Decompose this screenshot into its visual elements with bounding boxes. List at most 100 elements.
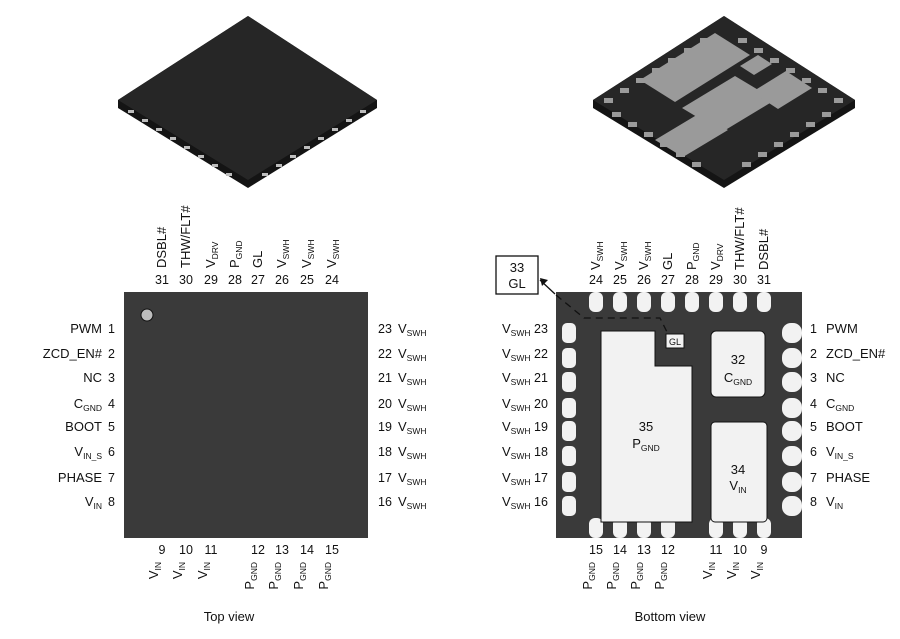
top-view-pin-name: NC	[83, 370, 102, 385]
top-view-pin-number: 13	[275, 543, 289, 557]
bottom-view-pin-name: DSBL#	[756, 228, 771, 270]
bottom-view-pin-name: CGND	[826, 396, 854, 413]
pad-35-name: PGND	[632, 436, 660, 453]
top-view-pin-name: VIN_S	[74, 444, 102, 461]
bottom-view-pin-number: 14	[613, 543, 627, 557]
top-view-pin-name: VSWH	[398, 444, 427, 461]
top-view-pin-number: 3	[108, 371, 115, 385]
bottom-view-pin-number: 9	[761, 543, 768, 557]
top-view-pin-number: 24	[325, 273, 339, 287]
top-view-pin-number: 20	[378, 397, 392, 411]
top-view-pin-number: 28	[228, 273, 242, 287]
bottom-view-caption: Bottom view	[635, 609, 706, 624]
bottom-view-pin-name: PWM	[826, 321, 858, 336]
bottom-view-pin-name: VSWH	[588, 241, 605, 270]
pad-32-number: 32	[731, 352, 745, 367]
bottom-view-lead	[757, 292, 771, 312]
pad-35-number: 35	[639, 419, 653, 434]
bottom-view-lead	[562, 472, 576, 492]
bottom-view-pin-name: VSWH	[612, 241, 629, 270]
bottom-view-pin-number: 17	[534, 471, 548, 485]
top-view-pin-name: THW/FLT#	[178, 205, 193, 268]
bottom-view-lead	[782, 446, 802, 466]
top-view-pin-number: 27	[251, 273, 265, 287]
bottom-view-pin-name: THW/FLT#	[732, 207, 747, 270]
top-view-pin-number: 26	[275, 273, 289, 287]
bottom-view-pin-name: NC	[826, 370, 845, 385]
bottom-view-pin-number: 22	[534, 347, 548, 361]
bottom-view-pin-number: 12	[661, 543, 675, 557]
bottom-view-lead	[589, 518, 603, 538]
pad-34-number: 34	[731, 462, 745, 477]
bottom-view-pin-number: 6	[810, 445, 817, 459]
pad-gl-small	[665, 333, 685, 349]
pad-gl-small-label: GL	[669, 337, 681, 347]
top-view-caption: Top view	[204, 609, 255, 624]
bottom-view-pin-number: 25	[613, 273, 627, 287]
top-view-pin-number: 23	[378, 322, 392, 336]
top-view-pin-number: 17	[378, 471, 392, 485]
bottom-view-pin-name: PGND	[580, 562, 597, 590]
package-3d-top-leads	[128, 110, 366, 176]
top-view-pin-name: PGND	[266, 562, 283, 590]
pad-32-cgnd	[710, 330, 766, 398]
bottom-view-lead	[709, 518, 723, 538]
bottom-view-pin-number: 31	[757, 273, 771, 287]
bottom-view-lead	[562, 323, 576, 343]
bottom-view-pin-name: VSWH	[636, 241, 653, 270]
top-view-pin-number: 25	[300, 273, 314, 287]
top-view-pin-name: VIN	[170, 562, 187, 579]
bottom-view-pin-name: VIN	[724, 562, 741, 579]
top-view-pin-number: 16	[378, 495, 392, 509]
top-view-pin-number: 30	[179, 273, 193, 287]
top-view-pin-number: 22	[378, 347, 392, 361]
bottom-view-lead	[782, 348, 802, 368]
callout-dashed-path	[555, 294, 669, 335]
bottom-view-lead	[733, 292, 747, 312]
top-view-pin-number: 15	[325, 543, 339, 557]
top-view-pin-number: 4	[108, 397, 115, 411]
top-view-pin-number: 1	[108, 322, 115, 336]
bottom-view-lead	[709, 292, 723, 312]
top-view-pin-name: VIN	[85, 494, 102, 511]
bottom-view-pin-name: PHASE	[826, 470, 870, 485]
bottom-view-pin-name: VIN	[826, 494, 843, 511]
bottom-view-pin-name: VSWH	[502, 444, 531, 461]
top-view-pin-name: VSWH	[398, 370, 427, 387]
top-view-pin-name: VIN	[146, 562, 163, 579]
top-view-pin-name: VDRV	[203, 241, 220, 268]
bottom-view-pin-number: 8	[810, 495, 817, 509]
top-view-pin-name: VSWH	[398, 321, 427, 338]
top-view-pin-name: PGND	[291, 562, 308, 590]
bottom-view-pin-number: 3	[810, 371, 817, 385]
pad-32-name: CGND	[724, 370, 752, 387]
bottom-view-pin-number: 23	[534, 322, 548, 336]
top-view-pin-number: 31	[155, 273, 169, 287]
top-view-pin-name: VIN	[195, 562, 212, 579]
top-view-pin-name: ZCD_EN#	[43, 346, 103, 361]
top-view-pin-name: GL	[250, 251, 265, 268]
top-view-pin-number: 5	[108, 420, 115, 434]
top-view-pin-number: 14	[300, 543, 314, 557]
bottom-view-lead	[782, 421, 802, 441]
bottom-view-pin-number: 30	[733, 273, 747, 287]
top-view-pin-name: PHASE	[58, 470, 102, 485]
pad-35-pgnd	[600, 330, 693, 523]
pad-34-vin	[710, 421, 768, 523]
package-3d-top	[118, 16, 377, 188]
callout-box	[495, 255, 539, 295]
bottom-view-pin-number: 24	[589, 273, 603, 287]
top-view-pin-number: 8	[108, 495, 115, 509]
package-3d-bottom-pads	[640, 33, 812, 157]
top-view-pin-number: 19	[378, 420, 392, 434]
top-view-pin-name: VSWH	[274, 239, 291, 268]
top-view-pin-number: 7	[108, 471, 115, 485]
package-3d-bottom-leads	[604, 38, 843, 167]
bottom-view-pin-name: GL	[660, 253, 675, 270]
pin1-marker	[140, 308, 154, 322]
